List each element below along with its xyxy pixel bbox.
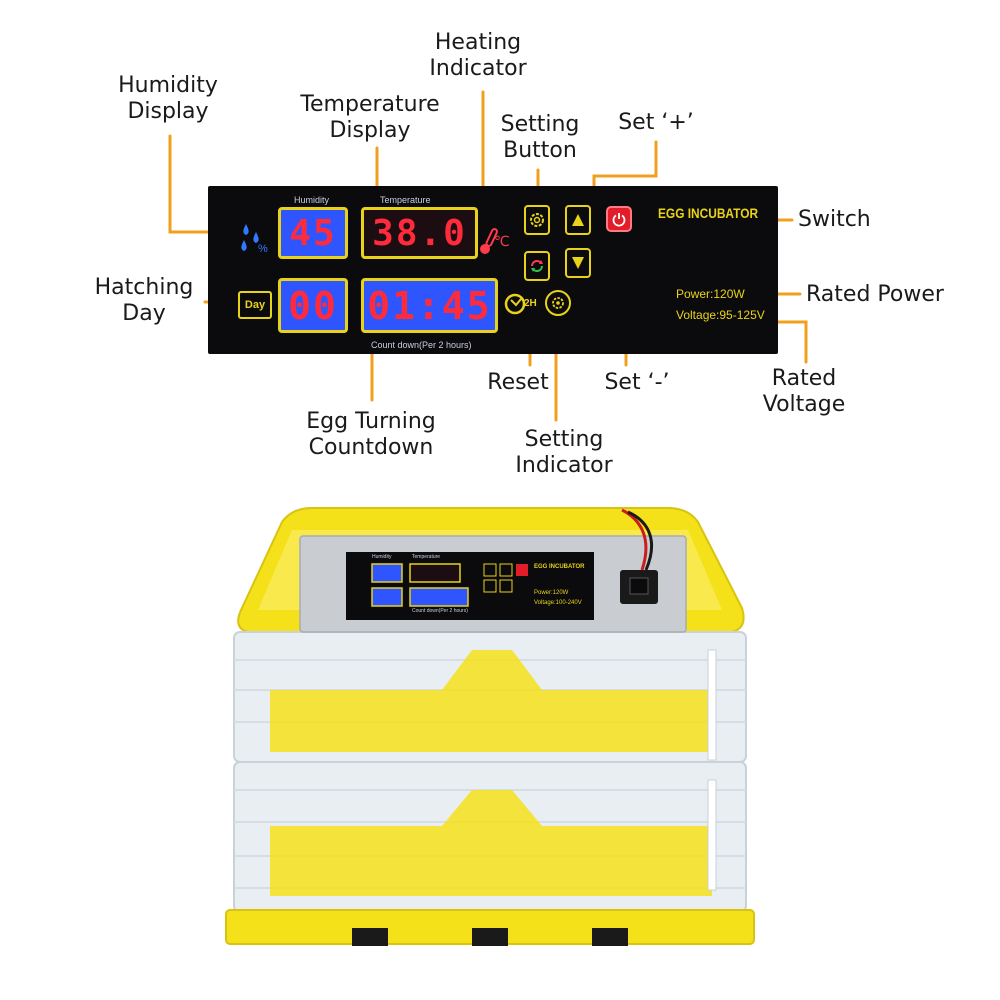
rated-power-spec: Power:120W	[676, 287, 745, 301]
svg-text:%: %	[258, 243, 268, 255]
egg-turning-countdown-display: 01:45	[361, 278, 498, 333]
callout-egg-turning-countdown: Egg Turning Countdown	[306, 409, 436, 460]
arrow-down-icon	[572, 257, 584, 269]
day-badge: Day	[244, 299, 266, 311]
callout-set-plus: Set ‘+’	[618, 110, 694, 135]
control-panel: Humidity Temperature % 45 38.0 ℃ Day 00 …	[208, 186, 778, 354]
rated-voltage-spec: Voltage:95-125V	[676, 308, 765, 322]
gear-icon	[530, 213, 544, 227]
callout-setting-indicator: Setting Indicator	[515, 427, 613, 478]
hatching-day-display: 00	[278, 278, 348, 333]
set-minus-button[interactable]	[565, 248, 591, 278]
incubator-illustration: Humidity Temperature EGG INCUBATOR Count…	[222, 500, 758, 960]
mini-humidity-label: Humidity	[372, 554, 392, 560]
timer-icon	[504, 290, 536, 318]
setting-button[interactable]	[524, 205, 550, 235]
panel-title: EGG INCUBATOR	[658, 205, 759, 221]
callout-reset: Reset	[487, 370, 549, 395]
callout-heating-indicator: Heating Indicator	[429, 30, 527, 81]
callout-rated-power: Rated Power	[806, 282, 944, 307]
callout-switch: Switch	[798, 207, 871, 232]
callout-setting-button: Setting Button	[500, 112, 580, 163]
power-icon	[612, 213, 626, 227]
mini-countdown-caption: Count down(Per 2 hours)	[412, 608, 468, 614]
mini-power-spec: Power:120W	[534, 590, 569, 596]
callout-humidity-display: Humidity Display	[118, 73, 218, 124]
callout-rated-voltage: Rated Voltage	[762, 366, 846, 417]
calendar-icon: Day	[238, 291, 272, 319]
reset-button[interactable]	[524, 251, 550, 281]
countdown-caption: Count down(Per 2 hours)	[371, 340, 472, 350]
mini-panel-title: EGG INCUBATOR	[534, 564, 585, 570]
refresh-icon	[531, 260, 543, 272]
callout-hatching-day: Hatching Day	[94, 275, 194, 326]
humidity-drops-icon: %	[236, 220, 272, 256]
callout-set-minus: Set ‘-’	[604, 370, 670, 395]
temperature-label: Temperature	[380, 195, 431, 205]
mini-temperature-label: Temperature	[412, 554, 441, 560]
celsius-unit: ℃	[494, 234, 510, 250]
mini-voltage-spec: Voltage:100-240V	[534, 600, 582, 606]
gear-icon	[552, 297, 564, 309]
humidity-label: Humidity	[294, 195, 330, 205]
setting-indicator	[545, 290, 571, 316]
switch-button[interactable]	[606, 206, 632, 232]
arrow-up-icon	[572, 214, 584, 226]
set-plus-button[interactable]	[565, 205, 591, 235]
humidity-display: 45	[278, 207, 348, 259]
thermometer-icon	[474, 224, 508, 258]
timer-badge: 2H	[524, 298, 537, 309]
callout-temperature-display: Temperature Display	[300, 92, 440, 143]
temperature-display: 38.0	[361, 207, 478, 259]
incubator-body	[225, 507, 755, 946]
